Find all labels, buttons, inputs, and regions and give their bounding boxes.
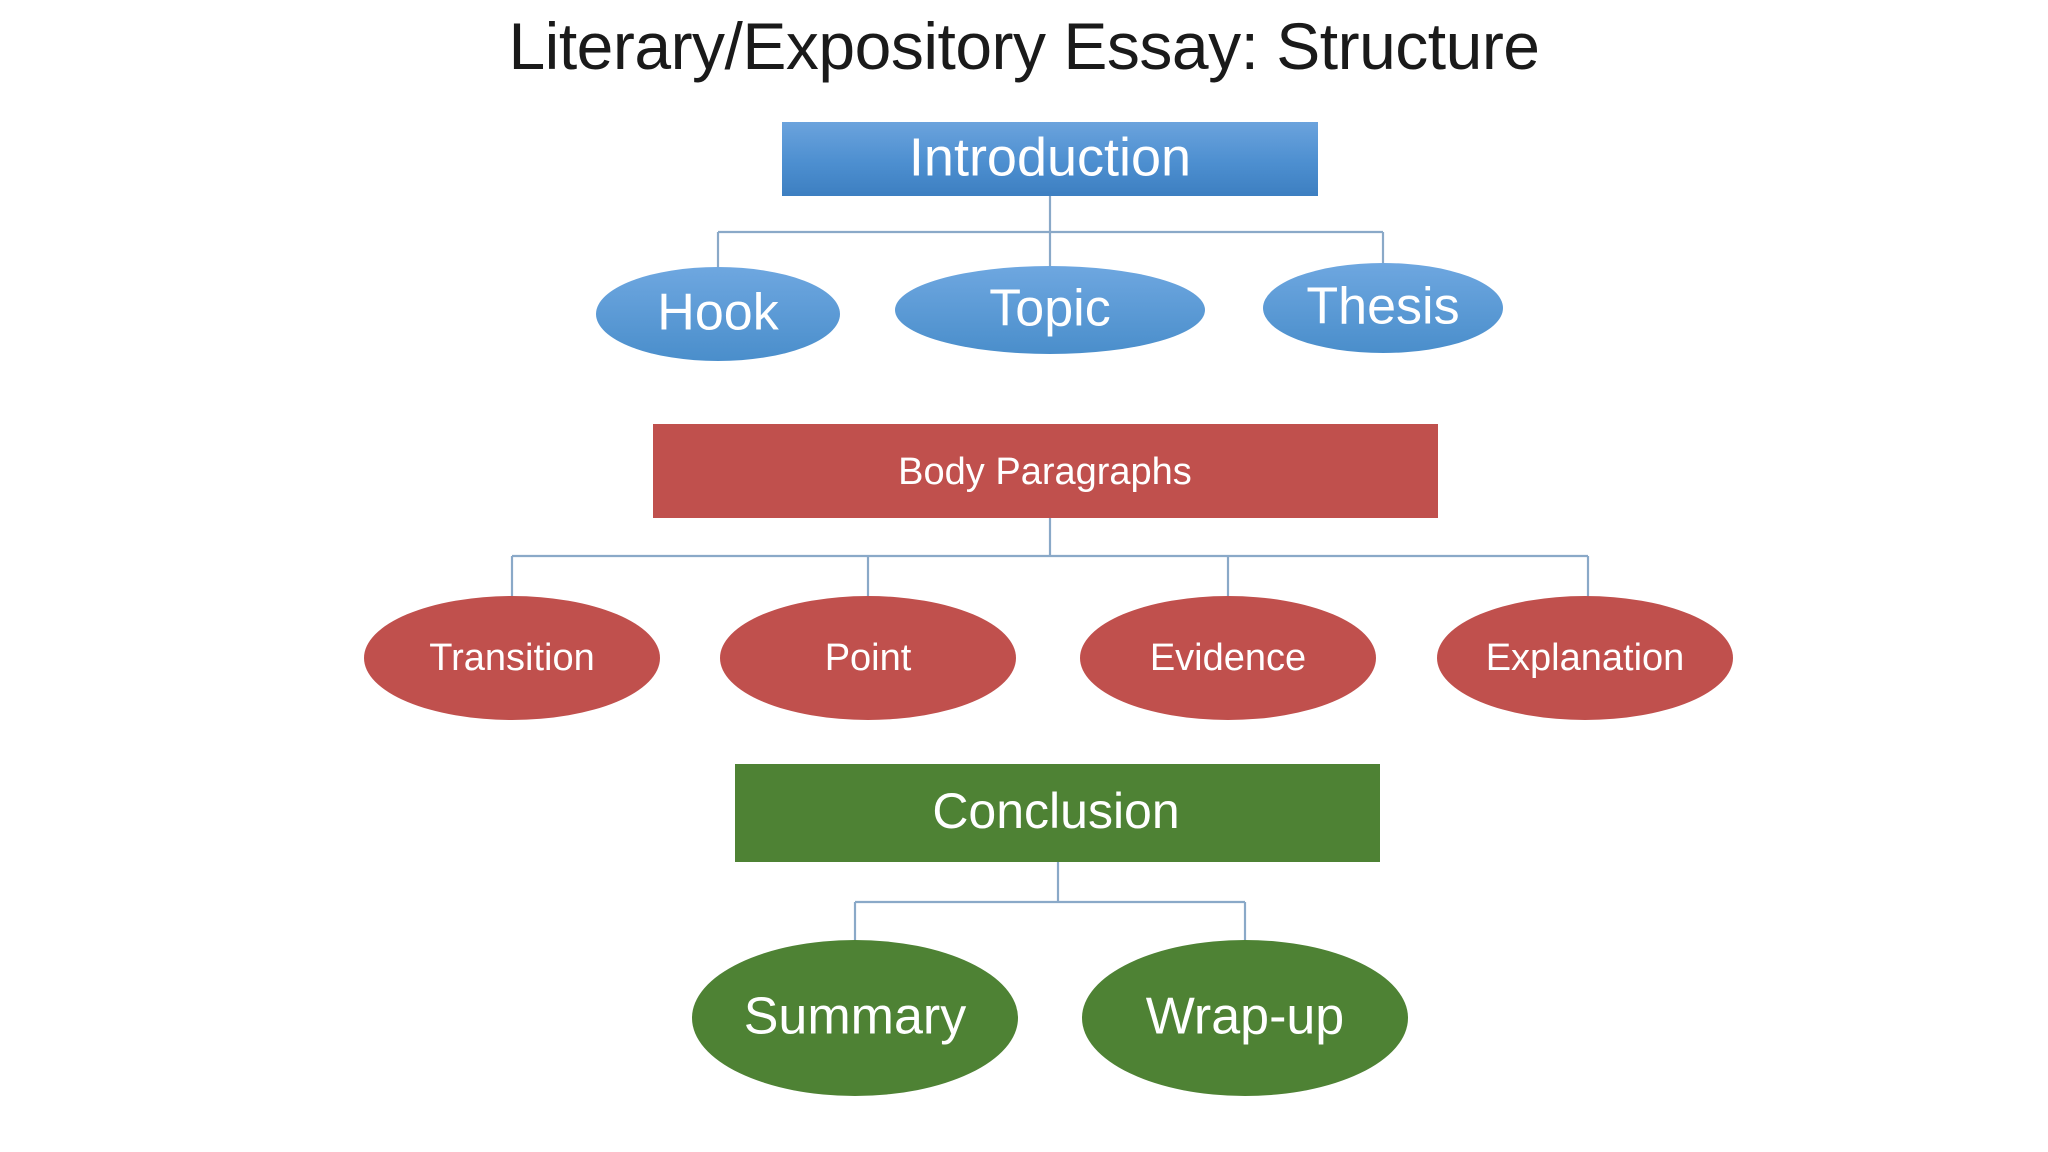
body-paragraphs-box[interactable] (653, 424, 1438, 518)
transition-label: Transition (429, 637, 594, 679)
topic-label: Topic (989, 280, 1110, 338)
page-title: Literary/Expository Essay: Structure (508, 9, 1540, 83)
explanation-ellipse[interactable] (1437, 596, 1733, 720)
body-paragraphs-label: Body Paragraphs (898, 451, 1192, 493)
transition-ellipse[interactable] (364, 596, 660, 720)
thesis-label: Thesis (1306, 278, 1459, 336)
wrap-up-ellipse[interactable] (1082, 940, 1408, 1096)
node-body-paragraphs[interactable]: Body Paragraphs (653, 424, 1438, 518)
node-transition[interactable]: Transition (364, 596, 660, 720)
node-wrap-up[interactable]: Wrap-up (1082, 940, 1408, 1096)
node-topic[interactable]: Topic (895, 266, 1205, 354)
node-conclusion[interactable]: Conclusion (735, 764, 1380, 862)
introduction-box[interactable] (782, 122, 1318, 196)
explanation-label: Explanation (1486, 637, 1685, 679)
conclusion-connectors (853, 862, 1247, 948)
conclusion-box[interactable] (735, 764, 1380, 862)
introduction-label: Introduction (909, 127, 1191, 187)
node-hook[interactable]: Hook (596, 267, 840, 361)
point-label: Point (825, 637, 912, 679)
node-summary[interactable]: Summary (692, 940, 1018, 1096)
body-paragraphs-connectors (510, 518, 1590, 600)
summary-label: Summary (744, 988, 966, 1046)
thesis-ellipse[interactable] (1263, 263, 1503, 353)
node-evidence[interactable]: Evidence (1080, 596, 1376, 720)
introduction-connectors (716, 195, 1385, 272)
point-ellipse[interactable] (720, 596, 1016, 720)
hook-ellipse[interactable] (596, 267, 840, 361)
conclusion-label: Conclusion (932, 783, 1179, 839)
hook-label: Hook (657, 284, 779, 342)
evidence-ellipse[interactable] (1080, 596, 1376, 720)
evidence-label: Evidence (1150, 637, 1306, 679)
wrap-up-label: Wrap-up (1146, 988, 1344, 1046)
node-thesis[interactable]: Thesis (1263, 263, 1503, 353)
node-point[interactable]: Point (720, 596, 1016, 720)
summary-ellipse[interactable] (692, 940, 1018, 1096)
topic-ellipse[interactable] (895, 266, 1205, 354)
node-explanation[interactable]: Explanation (1437, 596, 1733, 720)
node-introduction[interactable]: Introduction (782, 122, 1318, 196)
